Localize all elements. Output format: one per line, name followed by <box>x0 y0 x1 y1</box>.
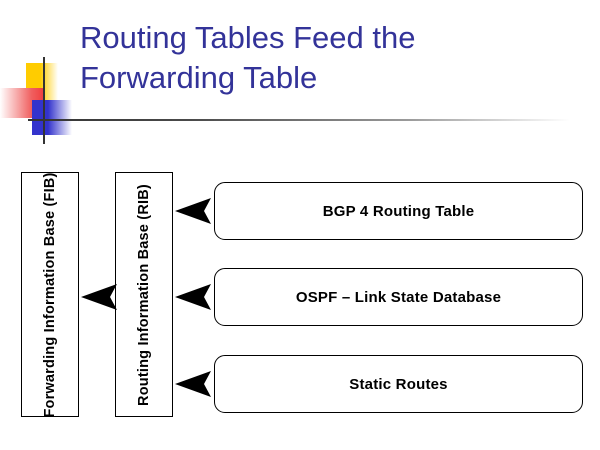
routing-information-base-label: Routing Information Base (RIB) <box>136 183 152 406</box>
forwarding-information-base-label: Forwarding Information Base (FIB) <box>42 171 58 418</box>
arrow-left-icon-ospf-to-rib <box>175 284 213 310</box>
ospf-link-state-database-label: OSPF – Link State Database <box>295 288 502 306</box>
bgp-routing-table-label: BGP 4 Routing Table <box>322 202 475 220</box>
routing-information-base-box: Routing Information Base (RIB) <box>115 172 173 417</box>
static-routes-label: Static Routes <box>349 375 448 393</box>
title-decoration-motif <box>0 55 570 145</box>
blue-square-icon <box>32 100 72 135</box>
vertical-rule <box>43 57 45 144</box>
bgp-routing-table-box: BGP 4 Routing Table <box>214 182 583 240</box>
arrow-left-icon-rib-to-fib <box>81 284 119 310</box>
forwarding-information-base-box: Forwarding Information Base (FIB) <box>21 172 79 417</box>
arrow-left-icon-static-to-rib <box>175 371 213 397</box>
ospf-link-state-database-box: OSPF – Link State Database <box>214 268 583 326</box>
arrow-left-icon-bgp-to-rib <box>175 198 213 224</box>
static-routes-box: Static Routes <box>214 355 583 413</box>
title-underline-rule <box>28 119 570 121</box>
page-title: Routing Tables Feed the Forwarding Table <box>80 20 416 95</box>
